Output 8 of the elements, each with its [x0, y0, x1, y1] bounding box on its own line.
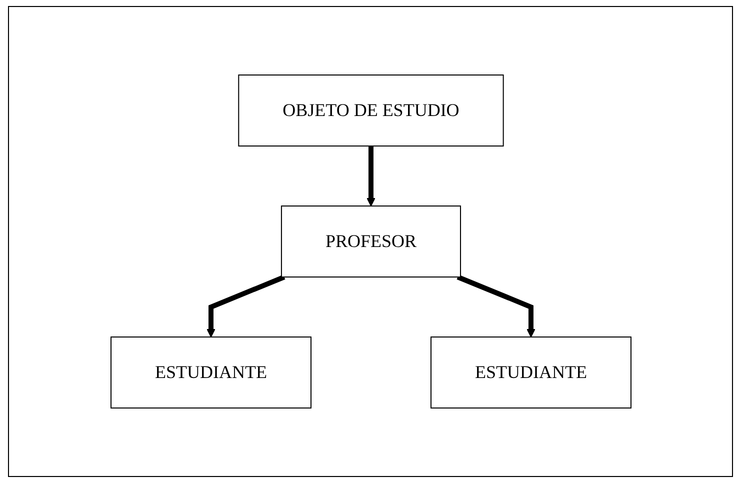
node-box [280, 206, 461, 278]
node-box [430, 336, 631, 408]
arrow [456, 274, 535, 338]
arrow [366, 146, 375, 206]
arrow [206, 274, 285, 338]
node-box [238, 74, 504, 146]
node-box [110, 336, 311, 408]
diagram-frame: OBJETO DE ESTUDIO PROFESOR ESTUDIANTE ESTUDIANTE [8, 6, 733, 477]
